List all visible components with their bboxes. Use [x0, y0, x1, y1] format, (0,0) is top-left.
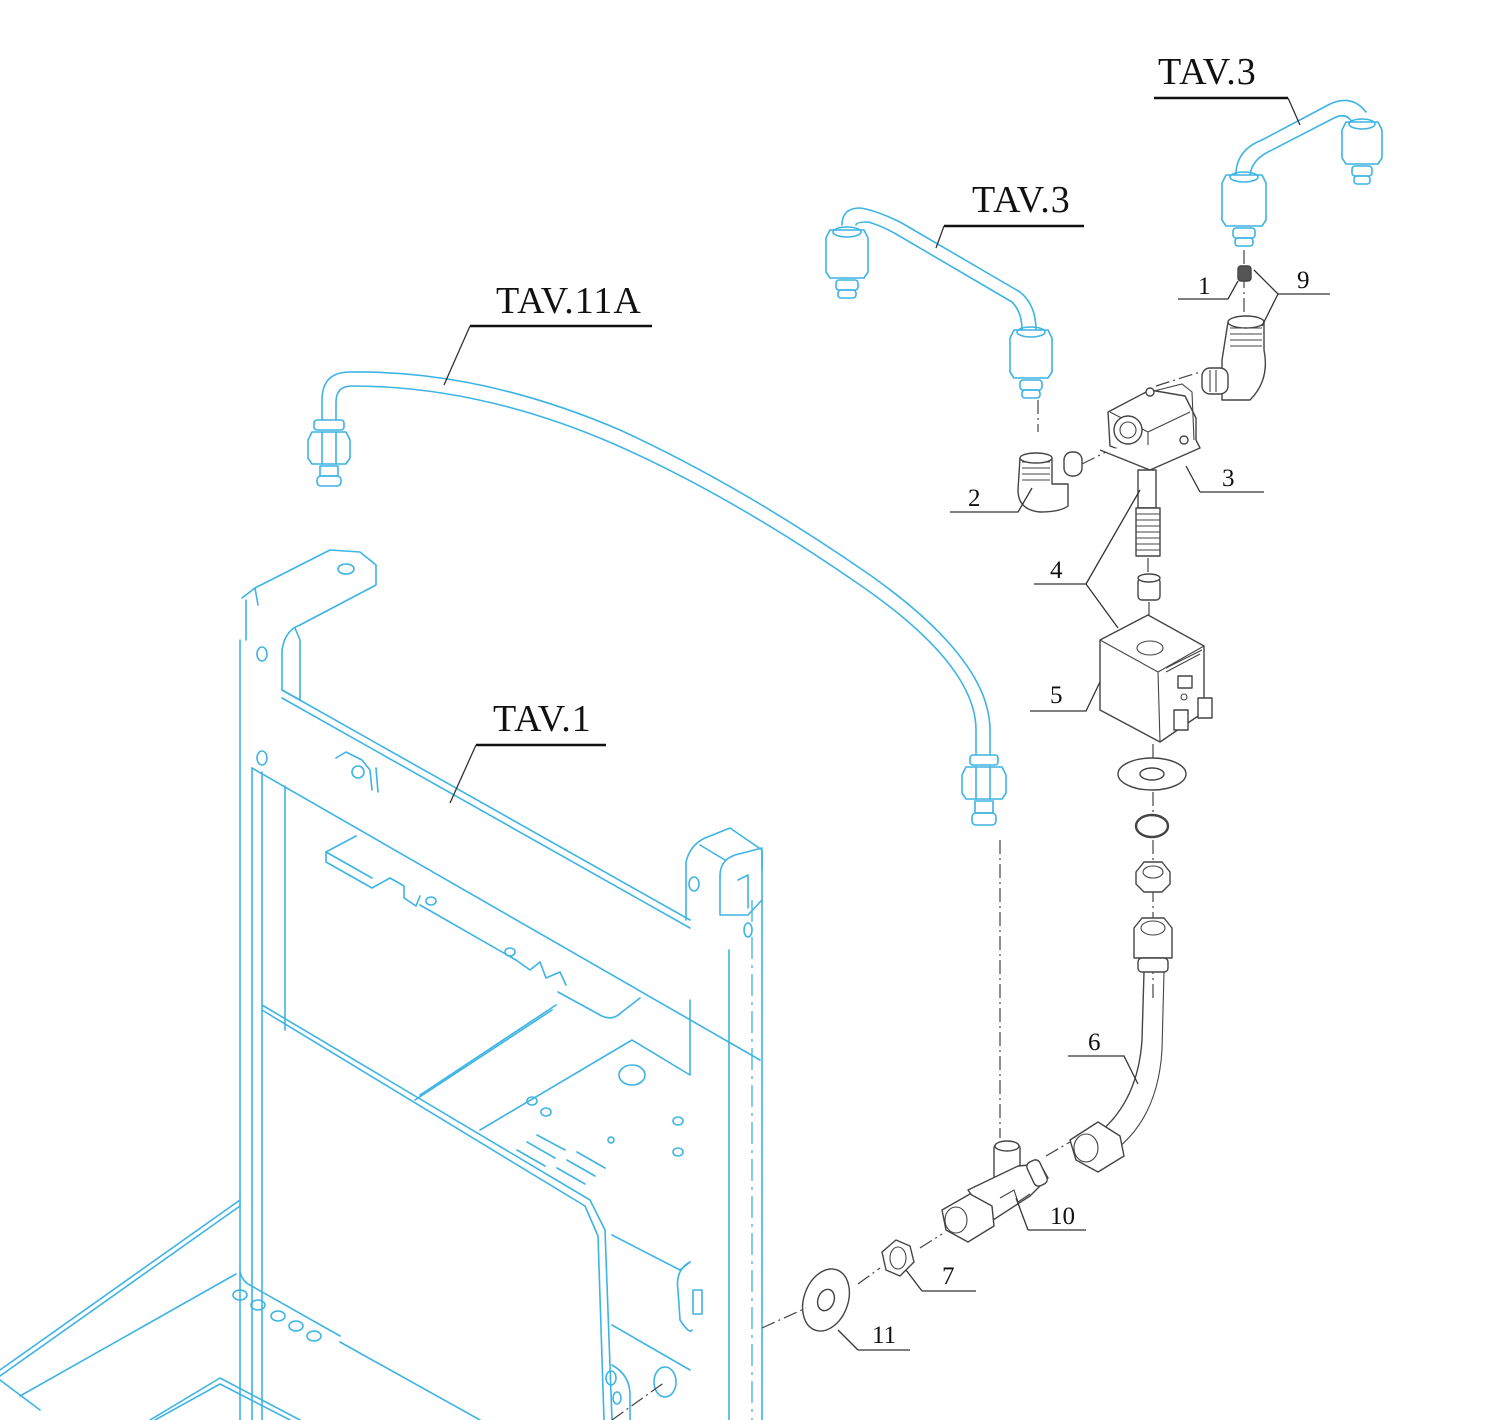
part-3-valve-body — [1099, 371, 1201, 471]
part-11-washer — [761, 1268, 851, 1332]
tube-tav3-right — [1221, 99, 1383, 316]
label-tav11a: TAV.11A — [496, 280, 642, 322]
part-6-hose — [1069, 917, 1173, 1173]
tube-tav3-left — [825, 207, 1053, 432]
callout-4: 4 — [1050, 557, 1063, 584]
reference-labels: TAV.3 TAV.3 TAV.11A TAV.1 — [493, 51, 1257, 740]
callout-11: 11 — [872, 1322, 896, 1349]
callout-6: 6 — [1088, 1029, 1101, 1056]
callout-7: 7 — [942, 1263, 955, 1290]
part-callouts: 1 9 2 3 4 5 6 10 7 11 — [872, 267, 1310, 1349]
label-tav3-right: TAV.3 — [1158, 51, 1257, 93]
part-1-jet — [1237, 265, 1252, 282]
part-9-elbow — [1201, 315, 1267, 401]
part-7-nut — [857, 1239, 915, 1285]
part-4-armature-tube — [1135, 469, 1161, 620]
part-5-coil — [1099, 614, 1213, 743]
callout-5: 5 — [1050, 682, 1063, 709]
callout-1: 1 — [1198, 273, 1211, 300]
callout-2: 2 — [968, 485, 981, 512]
label-tav1: TAV.1 — [493, 698, 592, 740]
label-tav3-left: TAV.3 — [972, 179, 1071, 221]
callout-9: 9 — [1297, 267, 1310, 294]
part-10-tee — [919, 1140, 1071, 1249]
leader-lines — [443, 96, 1330, 1351]
part-2-elbow — [1017, 451, 1107, 513]
part-washers-nut — [1117, 744, 1187, 1000]
tube-tav11a — [307, 371, 1007, 1138]
callout-10: 10 — [1050, 1203, 1075, 1230]
callout-3: 3 — [1222, 465, 1235, 492]
frame-chassis — [0, 549, 763, 1420]
